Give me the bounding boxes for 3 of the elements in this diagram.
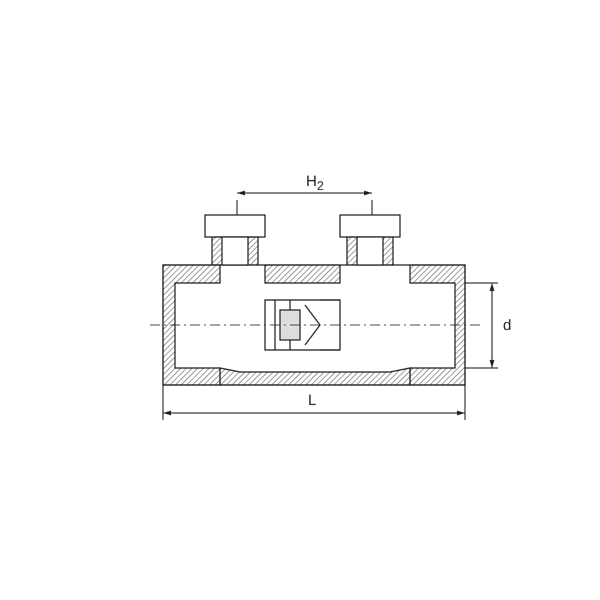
dimension-label: d	[503, 318, 512, 333]
dimension-label: H$_{2}$	[306, 174, 324, 192]
dimension-label: L	[308, 393, 316, 408]
